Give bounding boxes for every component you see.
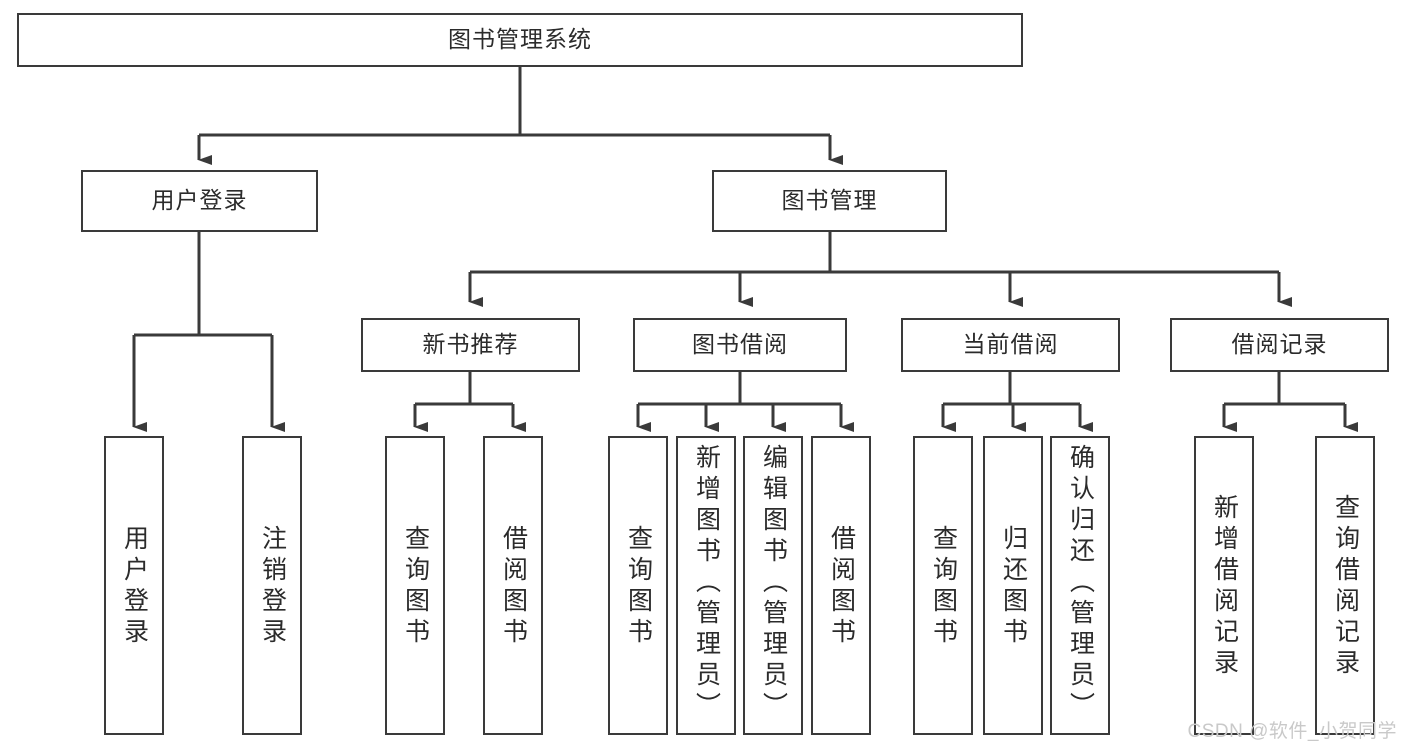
leaf-nbr-query-book[interactable]: 查询图书 (385, 436, 445, 735)
leaf-logout-label: 注销登录 (258, 524, 287, 649)
leaf-nbr-borrow-book[interactable]: 借阅图书 (483, 436, 543, 735)
node-book-borrowing-label: 图书借阅 (692, 331, 788, 358)
node-root-label: 图书管理系统 (448, 26, 592, 53)
leaf-nbr-query-book-label: 查询图书 (401, 524, 430, 649)
leaf-cb-return-book[interactable]: 归还图书 (983, 436, 1043, 735)
leaf-bb-edit-book-admin-label: 编辑图书（管理员） (759, 444, 788, 723)
leaf-logout[interactable]: 注销登录 (242, 436, 302, 735)
node-book-borrowing[interactable]: 图书借阅 (633, 318, 847, 372)
leaf-bb-add-book-admin[interactable]: 新增图书（管理员） (676, 436, 736, 735)
node-current-borrowing[interactable]: 当前借阅 (901, 318, 1120, 372)
leaf-user-login[interactable]: 用户登录 (104, 436, 164, 735)
leaf-bb-query-book[interactable]: 查询图书 (608, 436, 668, 735)
leaf-cb-confirm-return-admin-label: 确认归还（管理员） (1066, 444, 1095, 723)
leaf-br-add-record-label: 新增借阅记录 (1210, 493, 1239, 680)
node-new-book-recommendation[interactable]: 新书推荐 (361, 318, 580, 372)
node-book-management-label: 图书管理 (781, 187, 878, 214)
watermark: CSDN @软件_小贺同学 (1187, 721, 1397, 742)
leaf-user-login-label: 用户登录 (120, 524, 149, 649)
node-user-login[interactable]: 用户登录 (81, 170, 318, 232)
leaf-cb-confirm-return-admin[interactable]: 确认归还（管理员） (1050, 436, 1110, 735)
leaf-bb-borrow-book-label: 借阅图书 (827, 524, 856, 649)
leaf-cb-return-book-label: 归还图书 (999, 524, 1028, 649)
leaf-br-query-record[interactable]: 查询借阅记录 (1315, 436, 1375, 735)
node-current-borrowing-label: 当前借阅 (962, 331, 1059, 358)
leaf-nbr-borrow-book-label: 借阅图书 (499, 524, 528, 649)
leaf-bb-add-book-admin-label: 新增图书（管理员） (692, 444, 721, 723)
leaf-cb-query-book-label: 查询图书 (929, 524, 958, 649)
node-book-management[interactable]: 图书管理 (712, 170, 947, 232)
node-user-login-label: 用户登录 (151, 187, 248, 214)
node-new-book-recommendation-label: 新书推荐 (422, 331, 519, 358)
leaf-bb-query-book-label: 查询图书 (624, 524, 653, 649)
node-borrow-record[interactable]: 借阅记录 (1170, 318, 1389, 372)
leaf-br-add-record[interactable]: 新增借阅记录 (1194, 436, 1254, 735)
leaf-br-query-record-label: 查询借阅记录 (1331, 493, 1360, 680)
node-borrow-record-label: 借阅记录 (1231, 331, 1328, 358)
leaf-cb-query-book[interactable]: 查询图书 (913, 436, 973, 735)
leaf-bb-borrow-book[interactable]: 借阅图书 (811, 436, 871, 735)
leaf-bb-edit-book-admin[interactable]: 编辑图书（管理员） (743, 436, 803, 735)
node-root[interactable]: 图书管理系统 (17, 13, 1023, 67)
